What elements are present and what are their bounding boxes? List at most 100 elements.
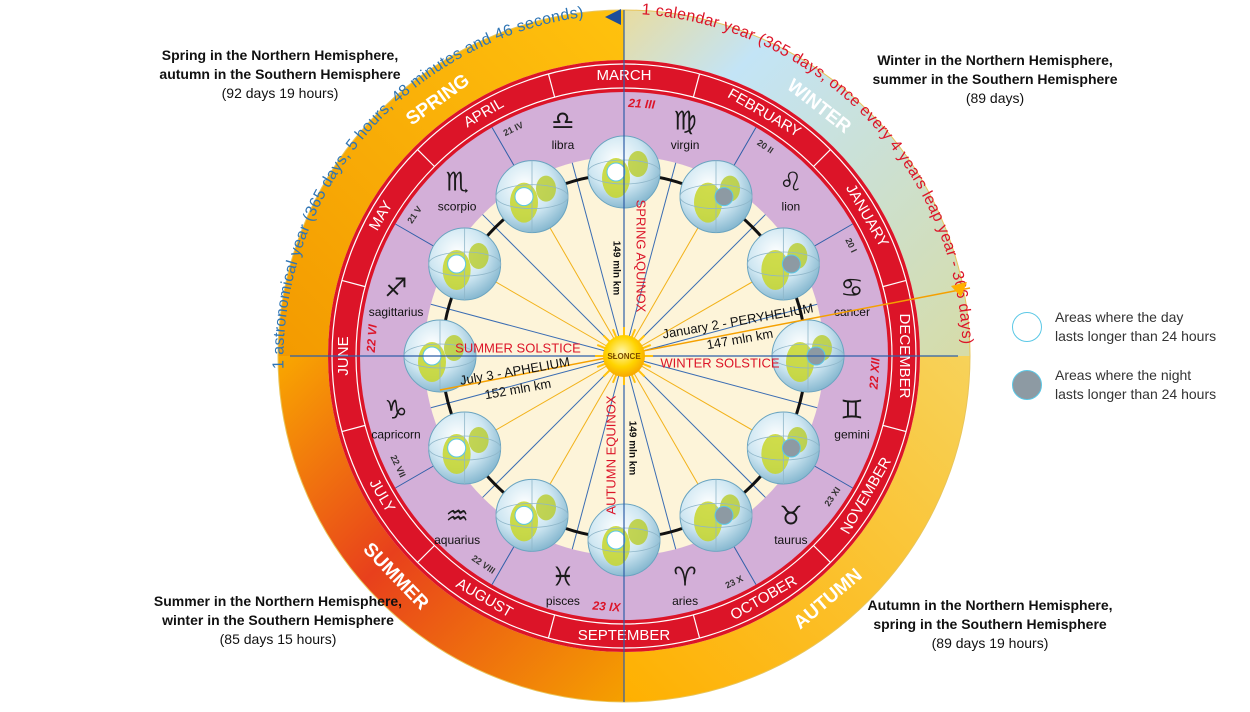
winter-caption-title: Winter in the Northern Hemisphere, (877, 52, 1113, 68)
zodiac-name-lion: lion (782, 199, 801, 213)
sagittarius-sign-icon: ♐ (384, 273, 407, 303)
ray-sign (482, 355, 625, 498)
autumn-caption-title: Autumn in the Northern Hemisphere, (867, 597, 1113, 613)
summer-solstice-label: SUMMER SOLSTICE (455, 340, 581, 355)
ray-sign (623, 303, 818, 357)
astro-year-arrow-icon (605, 9, 621, 25)
zodiac-name-libra: libra (552, 138, 575, 152)
month-divider (547, 73, 556, 98)
zodiac-name-gemini: gemini (834, 427, 869, 441)
ray-sign (571, 162, 625, 357)
summer-arc (278, 356, 624, 702)
earth-globe-icon (746, 411, 820, 485)
earth-globe-icon (587, 135, 661, 209)
winter-caption-duration: (89 days) (965, 90, 1025, 106)
summer-caption-duration: (85 days 15 hours) (219, 631, 337, 647)
date-label: 22 XII (866, 357, 882, 391)
apsides-line (439, 287, 971, 391)
ray-sign (571, 355, 625, 550)
date-label: 23 IX (591, 599, 622, 615)
autumn-caption-title-2: spring in the Southern Hemisphere (873, 616, 1107, 632)
legend-day-line-2: lasts longer than 24 hours (1055, 328, 1217, 344)
summer-caption: Summer in the Northern Hemisphere, winte… (125, 592, 431, 649)
spring-caption: Spring in the Northern Hemisphere, autum… (130, 46, 430, 103)
zodiac-name-cancer: cancer (834, 305, 870, 319)
month-divider (813, 545, 831, 563)
month-divider (882, 424, 907, 433)
earth-globe-icon (495, 478, 569, 552)
spring-equinox-label: SPRING AQUINOX (634, 200, 649, 313)
earth-globe-icon (746, 227, 820, 301)
month-divider (341, 279, 366, 288)
legend-item-day: Areas where the day lasts longer than 24… (1012, 308, 1242, 348)
date-label: 21 III (627, 96, 656, 112)
taurus-sign-icon: ♉ (779, 501, 802, 531)
zodiac-name-sagittarius: sagittarius (369, 305, 424, 319)
aries-sign-icon: ♈ (673, 562, 696, 592)
aquarius-sign-icon: ♒ (445, 501, 468, 531)
day-area-swatch-icon (1012, 312, 1042, 342)
legend-night-line-2: lasts longer than 24 hours (1055, 386, 1217, 402)
month-divider (882, 279, 907, 288)
summer-caption-title-2: winter in the Southern Hemisphere (162, 612, 394, 628)
date-label: 22 VI (364, 323, 380, 354)
distance-top-label: 149 mln km (610, 241, 621, 296)
ray-sign (623, 162, 677, 357)
spring-arc (278, 10, 624, 356)
winter-caption-title-2: summer in the Southern Hemisphere (872, 71, 1118, 87)
legend-day-line-1: Areas where the day (1055, 309, 1184, 325)
earth-globe-icon (771, 319, 845, 393)
autumn-arc (624, 356, 970, 702)
sun-icon (595, 327, 653, 385)
legend-text-day: Areas where the day lasts longer than 24… (1055, 308, 1245, 346)
summer-caption-title: Summer in the Northern Hemisphere, (153, 593, 403, 609)
month-divider (341, 424, 366, 433)
cancer-sign-icon: ♋ (840, 273, 863, 303)
ray-sign (430, 355, 625, 409)
ray-sign (430, 303, 625, 357)
lion-sign-icon: ♌ (779, 168, 802, 198)
legend-text-night: Areas where the night lasts longer than … (1055, 366, 1245, 404)
month-divider (547, 614, 556, 639)
autumn-caption-duration: (89 days 19 hours) (931, 635, 1049, 651)
zodiac-name-scorpio: scorpio (438, 199, 477, 213)
ray-sign (623, 355, 818, 409)
spring-caption-title: Spring in the Northern Hemisphere, (161, 47, 399, 63)
ray-sign (623, 214, 766, 357)
earth-globe-icon (428, 227, 502, 301)
spring-caption-title-2: autumn in the Southern Hemisphere (159, 66, 401, 82)
ray-sign (623, 355, 677, 550)
legend-item-night: Areas where the night lasts longer than … (1012, 366, 1242, 406)
zodiac-name-aquarius: aquarius (434, 533, 480, 547)
earth-globe-icon (428, 411, 502, 485)
autumn-equinox-label: AUTUMN EQUINOX (603, 395, 618, 515)
scorpio-sign-icon: ♏ (445, 168, 468, 198)
month-divider (417, 545, 435, 563)
earth-globe-icon (679, 160, 753, 234)
legend-night-line-1: Areas where the night (1055, 367, 1192, 383)
winter-arc (624, 10, 970, 356)
zodiac-name-aries: aries (672, 594, 698, 608)
zodiac-name-capricorn: capricorn (371, 427, 420, 441)
virgin-sign-icon: ♍ (673, 107, 696, 137)
earth-globe-icon (679, 478, 753, 552)
ray-sign (482, 214, 625, 357)
zodiac-name-virgin: virgin (671, 138, 700, 152)
earth-globe-icon (495, 160, 569, 234)
gemini-sign-icon: ♊ (840, 396, 863, 426)
autumn-caption: Autumn in the Northern Hemisphere, sprin… (840, 596, 1140, 653)
spring-caption-duration: (92 days 19 hours) (221, 85, 339, 101)
distance-bottom-label: 149 mln km (626, 421, 637, 476)
zodiac-name-pisces: pisces (546, 594, 580, 608)
month-divider (417, 149, 435, 167)
month-divider (692, 73, 701, 98)
month-divider (692, 614, 701, 639)
winter-solstice-label: WINTER SOLSTICE (660, 355, 780, 370)
capricorn-sign-icon: ♑ (384, 396, 407, 426)
calendar-year-arrow-icon (951, 282, 967, 297)
sun-label: SŁONCE (607, 352, 641, 361)
month-divider (813, 149, 831, 167)
night-area-swatch-icon (1012, 370, 1042, 400)
